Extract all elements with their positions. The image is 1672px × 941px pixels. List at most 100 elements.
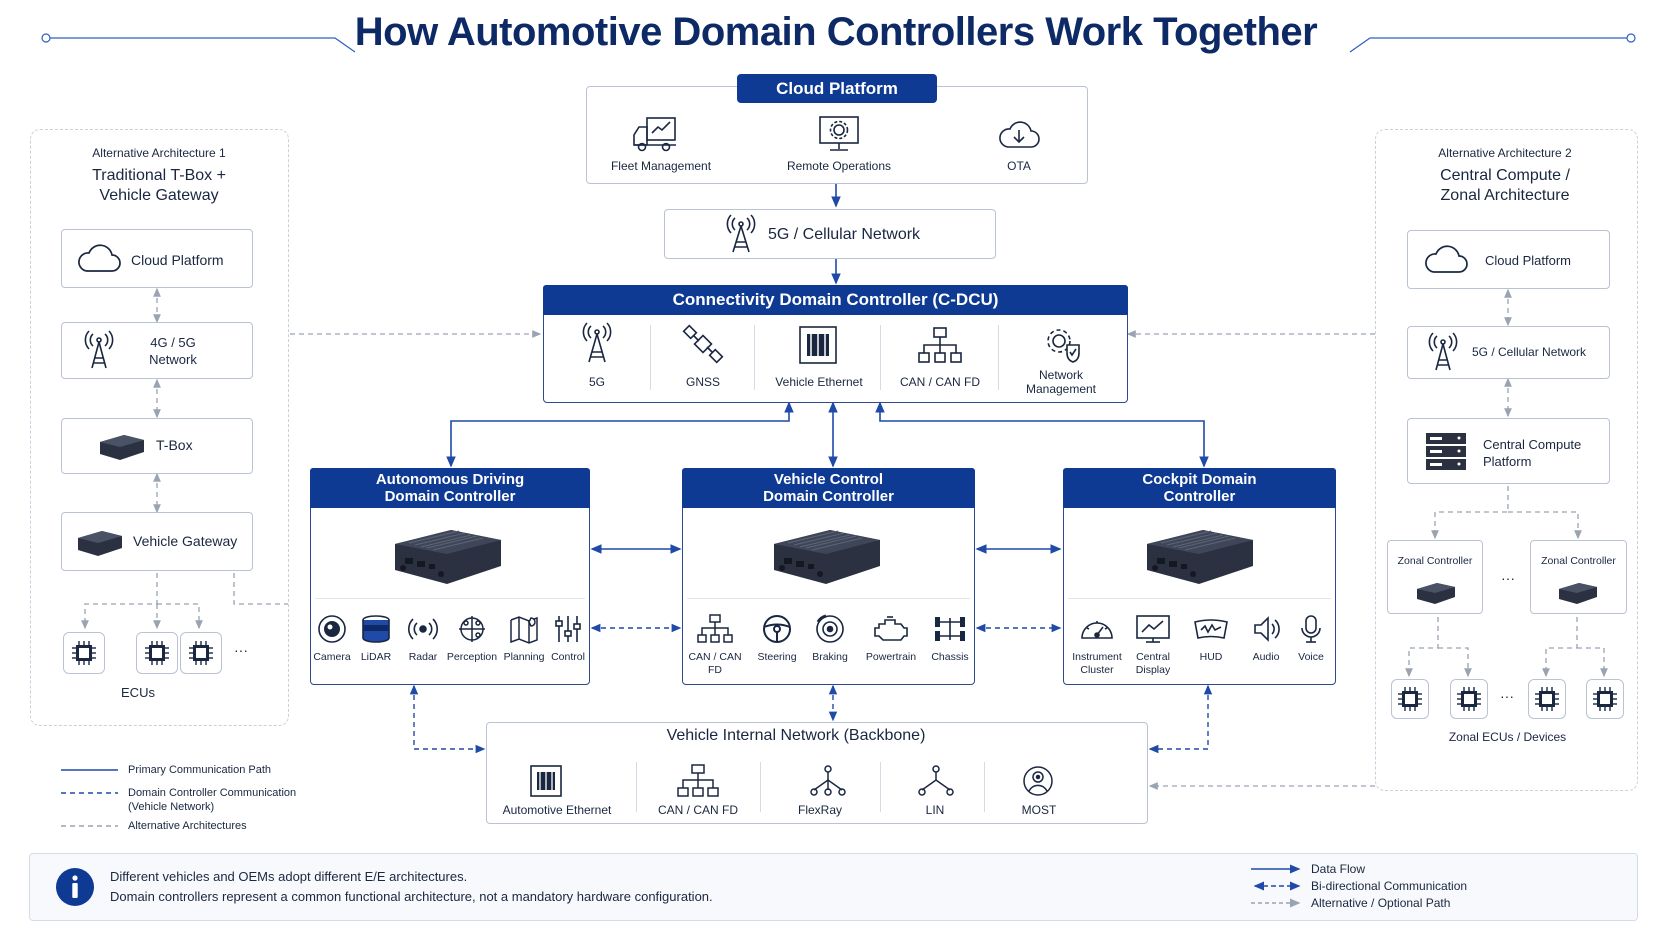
cdcu-ethernet-label: Vehicle Ethernet (775, 375, 863, 389)
alt2-cloud-box (1407, 230, 1610, 289)
automotive-ethernet-icon (530, 765, 562, 797)
zonal-ecu-chip-icon (1457, 687, 1481, 711)
planning-label: Planning (503, 651, 545, 663)
cellular-network-box (664, 209, 996, 259)
zonal-ecu-chip-icon (1398, 687, 1422, 711)
alt1-ecu-chip-icon (145, 641, 169, 665)
alt1-ecus-label: ECUs (121, 685, 155, 700)
backbone-can-label: CAN / CAN FD (657, 803, 738, 817)
alt1-ecu-chip-icon (72, 641, 96, 665)
alt1-cloud-label: Cloud Platform (131, 252, 224, 268)
radar-label: Radar (408, 651, 438, 663)
chassis-label: Chassis (931, 651, 969, 663)
alt2-zonal-ellipsis: ··· (1501, 570, 1515, 586)
cockpit-controller-device-icon (1147, 530, 1253, 584)
alt2-zonal-controller-2-label: Zonal Controller (1541, 555, 1616, 567)
cdcu-ad-arrow (446, 401, 794, 468)
voice-label: Voice (1298, 651, 1324, 663)
alt1-subtitle: Alternative Architecture 1 (92, 146, 226, 160)
alt1-title: Traditional T-Box + Vehicle Gateway (92, 167, 226, 204)
backbone-can-icon (677, 764, 719, 797)
legend-optional-path: Alternative / Optional Path (1311, 896, 1451, 910)
server-rack-icon (1426, 433, 1466, 470)
legend-data-flow: Data Flow (1311, 862, 1366, 876)
cockpit-backbone-dashed (1148, 684, 1213, 754)
central-display-label: Central Display (1135, 651, 1171, 676)
alt1-tbox-label: T-Box (156, 437, 193, 453)
alt-architecture-1-panel (30, 129, 289, 726)
zonal-ecu-chip-icon (1535, 687, 1559, 711)
alt1-gateway-label: Vehicle Gateway (133, 533, 238, 549)
alt2-title: Central Compute / Zonal Architecture (1440, 167, 1570, 204)
alt2-network-label: 5G / Cellular Network (1472, 345, 1587, 359)
most-label: MOST (1021, 803, 1057, 817)
perception-brain-icon (459, 616, 485, 642)
cdcu-cockpit-arrow (875, 401, 1209, 468)
alt2-subtitle: Alternative Architecture 2 (1438, 146, 1572, 160)
flexray-icon (810, 765, 846, 796)
legend-primary-path: Primary Communication Path (128, 764, 272, 776)
most-icon (1023, 766, 1053, 796)
info-line-2: Domain controllers represent a common fu… (110, 889, 713, 904)
central-display-icon (1136, 615, 1170, 643)
can-network-icon (918, 327, 962, 363)
gnss-satellite-icon (682, 324, 724, 364)
legend-bidirectional: Bi-directional Communication (1311, 879, 1468, 893)
powertrain-label: Powertrain (865, 651, 917, 663)
backbone-box (486, 722, 1148, 824)
alt2-tower-icon (1428, 332, 1458, 371)
info-line-1: Different vehicles and OEMs adopt differ… (110, 869, 468, 884)
zonal-controller-device-icon (1559, 583, 1597, 604)
hud-label: HUD (1199, 651, 1223, 663)
powertrain-engine-icon (874, 616, 908, 641)
cdcu-can-label: CAN / CAN FD (899, 375, 980, 389)
alt1-tower-icon (84, 330, 114, 369)
zonal-ecu-chip-icon (1593, 687, 1617, 711)
alt1-tbox-box (61, 418, 253, 474)
legend-right-lines (1251, 864, 1301, 908)
ota-label: OTA (1007, 159, 1031, 173)
ota-cloud-download-icon (999, 121, 1040, 148)
alt1-network-box (61, 322, 253, 379)
control-sliders-icon (555, 616, 581, 642)
tbox-device-icon (100, 435, 144, 460)
lidar-icon (362, 615, 390, 643)
alt2-compute-label: Central Compute Platform (1483, 437, 1582, 469)
voice-microphone-icon (1301, 615, 1321, 643)
chassis-axle-icon (935, 617, 965, 641)
ethernet-chip-icon (799, 326, 837, 364)
audio-label: Audio (1252, 651, 1280, 663)
alt2-cloud-icon (1425, 245, 1468, 273)
alt2-zonal-controller-1-label: Zonal Controller (1397, 555, 1473, 567)
info-icon (56, 868, 94, 906)
cell-tower-icon (726, 214, 756, 253)
steering-wheel-icon (763, 615, 791, 643)
perception-label: Perception (446, 651, 498, 663)
camera-label: Camera (313, 651, 351, 663)
planning-map-icon (510, 616, 538, 644)
antenna-5g-icon (582, 322, 612, 363)
alt1-cloud-box (61, 229, 253, 288)
lin-label: LIN (925, 803, 945, 817)
audio-speaker-icon (1254, 616, 1280, 642)
zonal-ecu-ellipsis: ··· (1500, 688, 1514, 704)
backbone-title: Vehicle Internal Network (Backbone) (666, 727, 926, 744)
alt1-cloud-icon (78, 244, 121, 272)
lin-icon (918, 765, 954, 796)
instrument-cluster-gauge-icon (1081, 621, 1113, 639)
vc-controller-device-icon (774, 530, 880, 584)
cdcu-gnss-label: GNSS (685, 375, 720, 389)
vc-can-icon (697, 614, 733, 643)
fleet-truck-icon (633, 117, 676, 152)
steering-label: Steering (757, 651, 797, 663)
ad-domain-header: Autonomous Driving Domain Controller (310, 468, 590, 508)
network-management-gear-icon (1047, 329, 1080, 363)
legend-alt-architectures: Alternative Architectures (128, 820, 247, 832)
zonal-ecu-2 (1450, 679, 1488, 719)
cellular-network-label: 5G / Cellular Network (768, 226, 921, 243)
zonal-controller-device-icon (1417, 583, 1455, 604)
legend-left-lines (61, 769, 118, 827)
alt1-ecu-chip-icon (189, 641, 213, 665)
remote-operations-icon (819, 116, 859, 151)
remote-operations-label: Remote Operations (786, 159, 892, 173)
